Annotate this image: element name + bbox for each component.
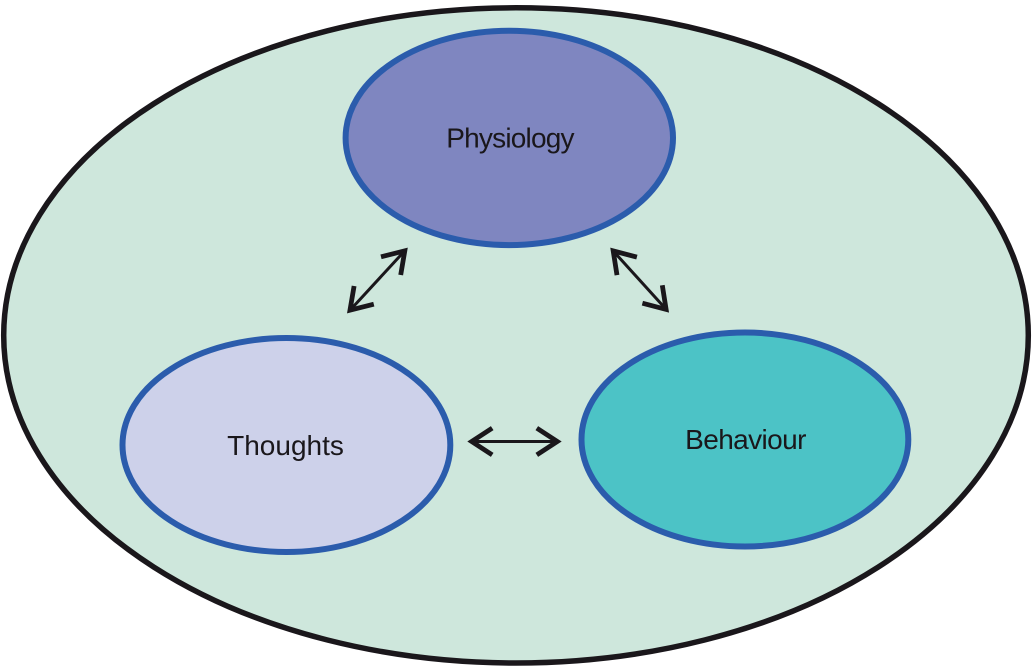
svg-text:Thoughts: Thoughts [227,430,344,461]
svg-text:Physiology: Physiology [446,123,574,154]
svg-text:Behaviour: Behaviour [685,424,806,455]
